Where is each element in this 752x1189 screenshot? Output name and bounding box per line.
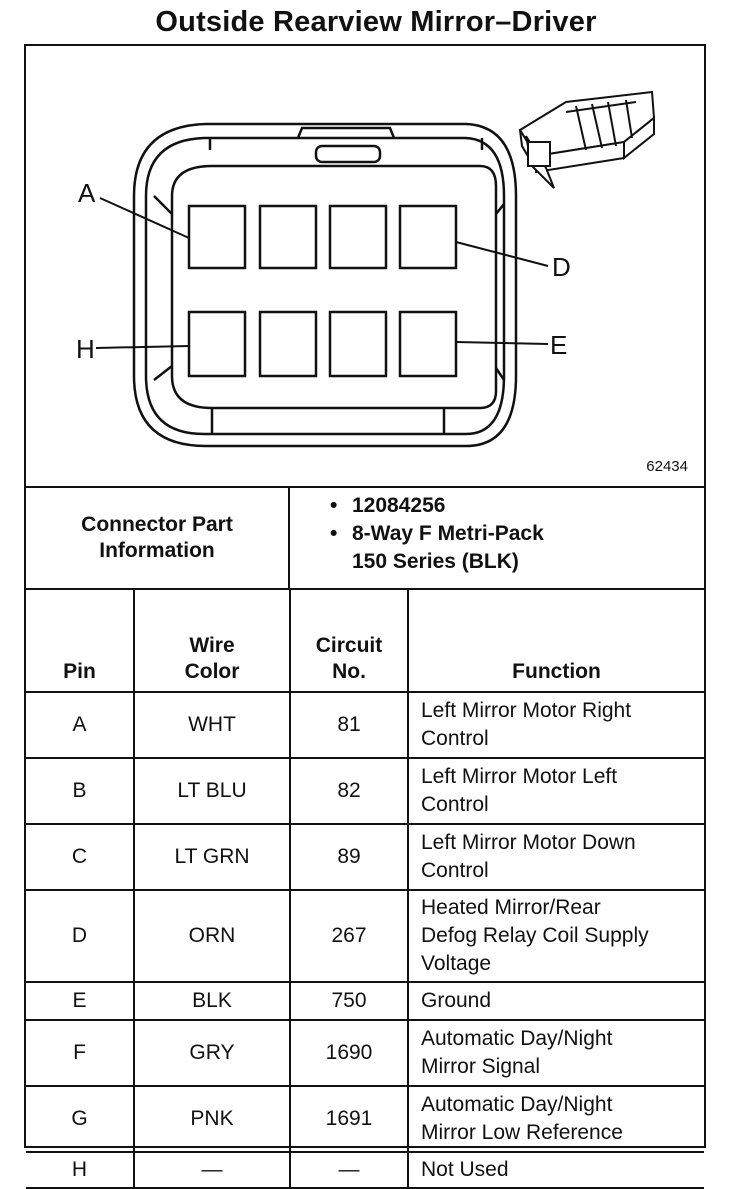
table-row: E BLK 750 Ground: [26, 981, 704, 1021]
leader-line-a: [99, 197, 190, 239]
circuit-cell: 1690: [289, 1019, 409, 1087]
part-number-item: • 12084256: [330, 492, 704, 520]
pin-cell: D: [26, 889, 135, 983]
pin-cell: F: [26, 1019, 135, 1087]
pin-cavity-a: [187, 204, 247, 270]
wire-color-cell: LT GRN: [133, 823, 291, 891]
connector-outer-shell: [132, 122, 518, 448]
leader-line-h: [95, 345, 190, 349]
leader-line-d: [455, 241, 549, 267]
pin-cell: G: [26, 1085, 135, 1153]
connector-info-label-line1: Connector Part: [81, 513, 233, 536]
pin-cavity-g: [258, 310, 318, 378]
callout-e: E: [550, 330, 567, 360]
figure-number: 62434: [646, 458, 688, 475]
connector-info-label-line2: Information: [99, 539, 215, 562]
leader-line-e: [455, 341, 549, 345]
table-row: H — — Not Used: [26, 1151, 704, 1189]
pin-cell: C: [26, 823, 135, 891]
pin-cavity-b: [258, 204, 318, 270]
pin-cavity-f: [328, 310, 388, 378]
pin-cell: E: [26, 981, 135, 1021]
circuit-cell: 82: [289, 757, 409, 825]
page-title: Outside Rearview Mirror–Driver: [155, 6, 597, 38]
connector-sheet: A D H E 62434 Connector Part Information…: [24, 44, 706, 1189]
pin-cavity-c: [328, 204, 388, 270]
connector-info-values: • 12084256 • 8-Way F Metri-Pack 150 Seri…: [290, 488, 704, 592]
circuit-cell: 89: [289, 823, 409, 891]
circuit-cell: 1691: [289, 1085, 409, 1153]
connector-face-diagram: A D H E: [76, 90, 656, 448]
wire-color-cell: —: [133, 1151, 291, 1189]
header-function: Function: [407, 588, 704, 693]
terminal-cavity: [170, 164, 498, 410]
wire-color-cell: ORN: [133, 889, 291, 983]
pin-cell: A: [26, 691, 135, 759]
connector-part-information: Connector Part Information • 12084256 • …: [26, 486, 704, 590]
connector-latch: [296, 126, 396, 139]
wire-color-cell: BLK: [133, 981, 291, 1021]
pin-cell: H: [26, 1151, 135, 1189]
callout-d: D: [552, 252, 571, 282]
callout-h: H: [76, 334, 95, 364]
wire-color-cell: WHT: [133, 691, 291, 759]
circuit-cell: 750: [289, 981, 409, 1021]
pin-cavity-d: [398, 204, 458, 270]
bullet: •: [330, 522, 338, 545]
callout-a: A: [78, 178, 96, 208]
wire-color-cell: PNK: [133, 1085, 291, 1153]
wire-color-cell: LT BLU: [133, 757, 291, 825]
connector-inner-shell: [144, 136, 506, 436]
circuit-cell: —: [289, 1151, 409, 1189]
connector-type-item: • 8-Way F Metri-Pack 150 Series (BLK): [330, 520, 704, 576]
connector-type-line2: 150 Series (BLK): [352, 550, 519, 573]
connector-thumbnail-icon: [518, 90, 656, 189]
pin-cavity-e: [398, 310, 458, 378]
function-cell: Not Used: [407, 1151, 704, 1189]
connector-type-line1: 8-Way F Metri-Pack: [352, 522, 544, 545]
latch-window: [314, 144, 382, 164]
bullet: •: [330, 494, 338, 517]
pin-cell: B: [26, 757, 135, 825]
circuit-cell: 267: [289, 889, 409, 983]
wire-color-cell: GRY: [133, 1019, 291, 1087]
connector-info-label: Connector Part Information: [26, 488, 290, 588]
pin-cavity-h: [187, 310, 247, 378]
circuit-cell: 81: [289, 691, 409, 759]
function-cell: Ground: [407, 981, 704, 1021]
part-number: 12084256: [352, 494, 446, 517]
header-pin: Pin: [26, 588, 135, 693]
